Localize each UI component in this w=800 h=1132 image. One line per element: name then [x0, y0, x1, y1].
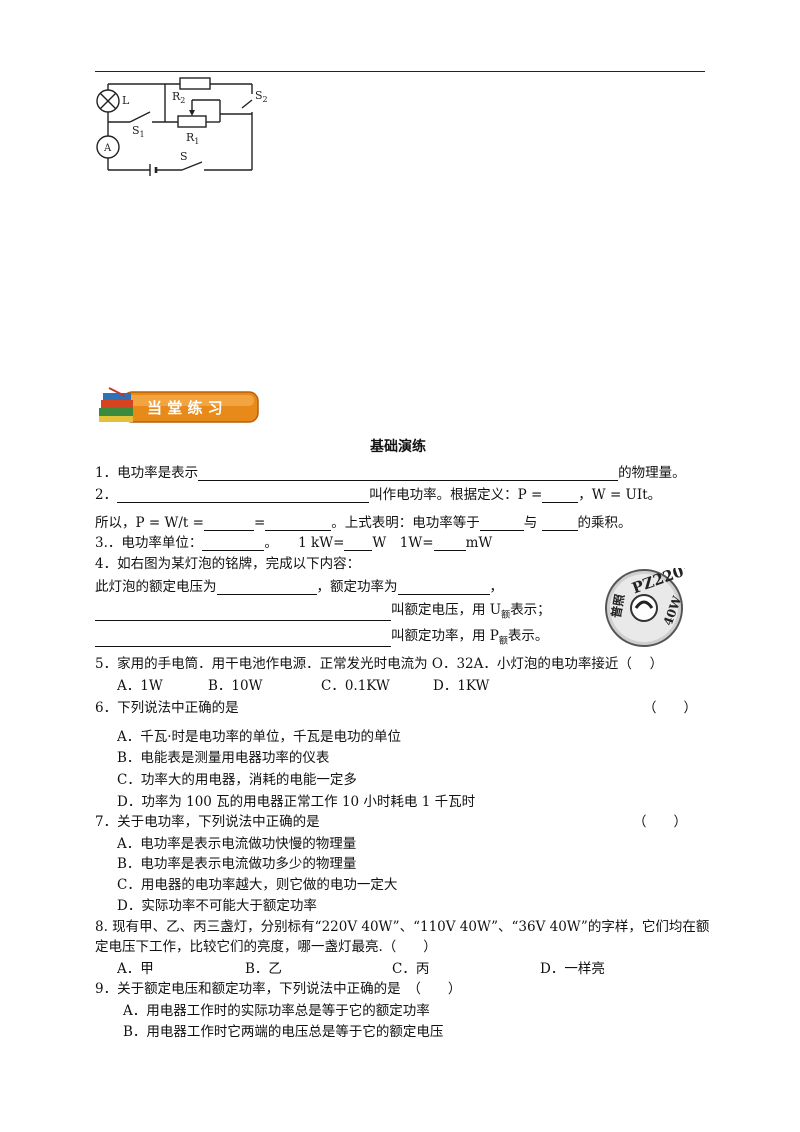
- nameplate-left: 普照: [608, 593, 627, 619]
- blank[interactable]: [344, 536, 373, 551]
- question-4-line2: 叫额定电压，用 U额表示；: [95, 598, 551, 621]
- blank[interactable]: [198, 466, 619, 481]
- banner-text: 当 堂 练 习: [147, 399, 223, 417]
- option[interactable]: B．10W: [208, 678, 263, 694]
- question-2: 2．叫作电功率。根据定义：P =，W = UIt。: [95, 487, 662, 503]
- option[interactable]: A．1W: [117, 678, 163, 694]
- practice-banner: 当 堂 练 习: [99, 387, 259, 423]
- question-8-line1: 8. 现有甲、乙、丙三盏灯，分别标有“220V 40W”、“110V 40W”、…: [95, 919, 710, 935]
- lamp: [96, 89, 120, 113]
- r1-rheostat: [177, 115, 207, 128]
- blank[interactable]: [202, 536, 265, 551]
- blank[interactable]: [397, 580, 490, 595]
- question-2-formula: 所以，P = W/t ==。上式表明：电功率等于与 的乘积。: [95, 515, 632, 531]
- option[interactable]: C．功率大的用电器，消耗的电能一定多: [117, 772, 357, 788]
- r2-resistor: [179, 77, 211, 90]
- ammeter: [96, 135, 120, 159]
- question-8-line2: 定电压下工作，比较它们的亮度，哪一盏灯最亮.（ ）: [95, 939, 437, 955]
- circuit-diagram: L R2 S2 S1 R1 A S: [96, 77, 268, 176]
- question-5: 5．家用的手电筒．用干电池作电源．正常发光时电流为 O．32A．小灯泡的电功率接…: [95, 656, 664, 672]
- blank[interactable]: [433, 536, 466, 551]
- option[interactable]: A．用电器工作时的实际功率总是等于它的额定功率: [123, 1003, 430, 1019]
- blank[interactable]: [479, 516, 524, 531]
- label-R1: R1: [186, 131, 199, 146]
- question-6: 6．下列说法中正确的是: [95, 700, 239, 716]
- option[interactable]: A．千瓦·时是电功率的单位，千瓦是电功的单位: [117, 729, 402, 745]
- question-4-line3: 叫额定功率，用 P额表示。: [95, 624, 548, 647]
- option[interactable]: C．用电器的电功率越大，则它做的电功一定大: [117, 877, 398, 893]
- option[interactable]: B．乙: [245, 961, 282, 977]
- option[interactable]: C．丙: [392, 961, 430, 977]
- label-A: A: [103, 143, 112, 154]
- question-1: 1．电功率是表示的物理量。: [95, 465, 686, 481]
- option[interactable]: B．电功率是表示电流做功多少的物理量: [117, 856, 357, 872]
- label-S2: S2: [255, 89, 268, 104]
- option[interactable]: D．一样亮: [540, 961, 605, 977]
- option[interactable]: A．甲: [117, 961, 154, 977]
- option[interactable]: B．用电器工作时它两端的电压总是等于它的额定电压: [123, 1024, 444, 1040]
- label-R2: R2: [172, 90, 185, 105]
- section-title: 基础演练: [370, 439, 426, 455]
- answer-paren[interactable]: （ ）: [643, 700, 697, 716]
- header-rule: [95, 71, 705, 72]
- blank[interactable]: [216, 580, 317, 595]
- question-4-line1: 此灯泡的额定电压为，额定功率为，: [95, 579, 503, 595]
- option[interactable]: D．实际功率不可能大于额定功率: [117, 898, 317, 914]
- option[interactable]: D．1KW: [433, 678, 490, 694]
- label-S1: S1: [132, 124, 145, 139]
- blank[interactable]: [95, 632, 391, 647]
- label-S: S: [180, 150, 188, 163]
- blank[interactable]: [117, 488, 370, 503]
- option[interactable]: B．电能表是测量用电器功率的仪表: [117, 750, 330, 766]
- label-L: L: [122, 94, 130, 107]
- option[interactable]: C．0.1KW: [321, 678, 390, 694]
- question-4-intro: 4．如右图为某灯泡的铭牌，完成以下内容：: [95, 556, 361, 572]
- blank[interactable]: [203, 516, 254, 531]
- option[interactable]: A．电功率是表示电流做功快慢的物理量: [117, 836, 357, 852]
- option[interactable]: D．功率为 100 瓦的用电器正常工作 10 小时耗电 1 千瓦时: [117, 794, 476, 810]
- books-icon: [99, 387, 133, 422]
- question-9: 9．关于额定电压和额定功率，下列说法中正确的是 （ ）: [95, 981, 462, 997]
- blank[interactable]: [95, 606, 391, 621]
- blank[interactable]: [541, 516, 578, 531]
- blank[interactable]: [265, 516, 332, 531]
- answer-paren[interactable]: （ ）: [633, 814, 687, 830]
- question-7: 7．关于电功率，下列说法中正确的是: [95, 814, 320, 830]
- blank[interactable]: [542, 488, 579, 503]
- bulb-nameplate-image: PZ220V 40W 普照: [605, 568, 685, 647]
- question-3: 3.．电功率单位：。 1 kW=W 1W=mW: [95, 535, 493, 551]
